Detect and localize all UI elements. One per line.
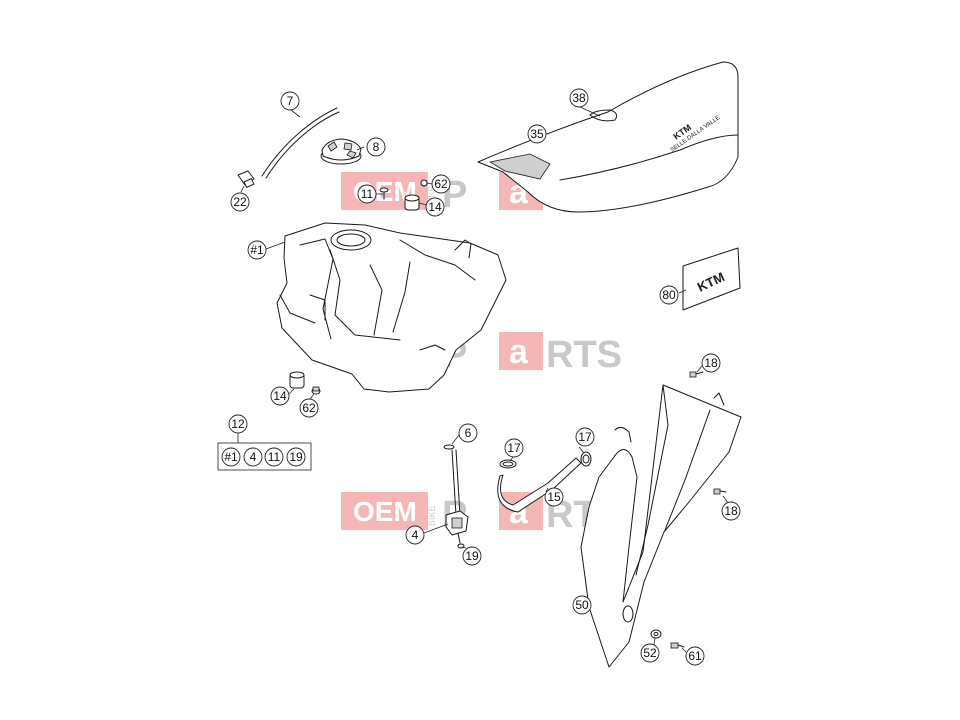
watermark-oem-text: OEM: [353, 496, 417, 527]
callout-label: 19: [465, 549, 479, 563]
callout-1[interactable]: #1: [247, 240, 267, 260]
callout-label: 6: [465, 426, 472, 440]
callout-label: 62: [302, 401, 316, 415]
seat[interactable]: KTM SELLE DALLA VALLE: [477, 61, 739, 213]
callout-62-lower[interactable]: 62: [299, 398, 319, 418]
callout-label: 11: [361, 187, 374, 201]
screw-small-top[interactable]: [379, 187, 389, 200]
rubber-spacer-lower[interactable]: [289, 371, 305, 389]
callout-label: 17: [507, 441, 521, 455]
callout-label: 14: [273, 389, 287, 403]
callout-12[interactable]: 12: [228, 414, 248, 434]
callout-label: 61: [688, 649, 702, 663]
callout-52[interactable]: 52: [640, 643, 660, 663]
callout-label: #1: [224, 450, 238, 464]
vent-valve[interactable]: [237, 170, 255, 188]
tap-oring[interactable]: [443, 444, 455, 450]
callout-label: 19: [289, 450, 303, 464]
callout-14-lower[interactable]: 14: [270, 386, 290, 406]
callout-62-top[interactable]: 62: [431, 174, 451, 194]
callout-14-top[interactable]: 14: [425, 197, 445, 217]
callout-label: 18: [704, 356, 718, 370]
callout-61[interactable]: 61: [685, 646, 705, 666]
watermark-bike-text: BIKE: [427, 505, 437, 526]
watermark-bike-text: BIKE: [427, 185, 437, 206]
callout-label: 7: [287, 94, 294, 108]
screw-lower[interactable]: [311, 386, 321, 395]
fuel-hose[interactable]: [497, 457, 582, 513]
callout-label: 14: [428, 200, 442, 214]
callout-15[interactable]: 15: [544, 487, 564, 507]
hose-clamp-left[interactable]: [499, 459, 517, 469]
callout-kit-19[interactable]: 19: [286, 447, 306, 467]
callout-17-right[interactable]: 17: [575, 427, 595, 447]
sticker[interactable]: KTM: [682, 247, 741, 311]
callout-19[interactable]: 19: [462, 546, 482, 566]
callout-label: 22: [233, 195, 247, 209]
rubber-spacer-top[interactable]: [404, 194, 420, 211]
callout-label: 15: [547, 490, 561, 504]
watermark-bottom: OEM BIKE P a RTS: [341, 492, 622, 536]
callout-18-top[interactable]: 18: [701, 353, 721, 373]
callout-label: #1: [250, 243, 264, 257]
callout-leaders: [240, 106, 729, 653]
vent-hose[interactable]: [261, 107, 340, 179]
callout-label: 62: [434, 177, 448, 191]
callout-label: 4: [412, 528, 419, 542]
callout-11-top[interactable]: 11: [357, 184, 377, 204]
screw-spoiler-bottom[interactable]: [670, 642, 685, 649]
watermark-a-text: a: [509, 333, 529, 371]
callout-kit-4[interactable]: 4: [243, 447, 263, 467]
callout-label: 8: [373, 140, 380, 154]
fuel-cap[interactable]: [320, 138, 362, 165]
callout-label: 50: [575, 598, 589, 612]
callout-6[interactable]: 6: [458, 423, 478, 443]
callout-label: 11: [268, 450, 281, 464]
fuel-tap[interactable]: [445, 449, 469, 544]
spoiler[interactable]: [580, 384, 742, 668]
callout-kit-1[interactable]: #1: [221, 447, 241, 467]
callout-kit-11[interactable]: 11: [264, 447, 284, 467]
washer-spoiler[interactable]: [650, 629, 662, 639]
callout-18-right[interactable]: 18: [721, 501, 741, 521]
callout-80[interactable]: 80: [659, 285, 679, 305]
callout-label: 35: [530, 127, 544, 141]
callout-4[interactable]: 4: [405, 525, 425, 545]
callout-label: 52: [643, 646, 657, 660]
callout-8[interactable]: 8: [366, 137, 386, 157]
fuel-tank[interactable]: [276, 222, 507, 393]
callout-22[interactable]: 22: [230, 192, 250, 212]
callout-label: 18: [724, 504, 738, 518]
callout-7[interactable]: 7: [280, 91, 300, 111]
watermark-rts-text: RTS: [546, 334, 622, 376]
nut-top[interactable]: [420, 179, 428, 187]
callout-label: 4: [250, 450, 257, 464]
callout-label: 17: [578, 430, 592, 444]
callout-50[interactable]: 50: [572, 595, 592, 615]
screw-spoiler-right[interactable]: [713, 488, 727, 495]
callout-label: 12: [231, 417, 245, 431]
callout-38[interactable]: 38: [569, 88, 589, 108]
screw-spoiler-top[interactable]: [689, 371, 704, 378]
callout-label: 80: [662, 288, 676, 302]
callout-35[interactable]: 35: [527, 124, 547, 144]
hose-clamp-right[interactable]: [580, 451, 592, 467]
callout-label: 38: [572, 91, 586, 105]
callout-17-left[interactable]: 17: [504, 438, 524, 458]
